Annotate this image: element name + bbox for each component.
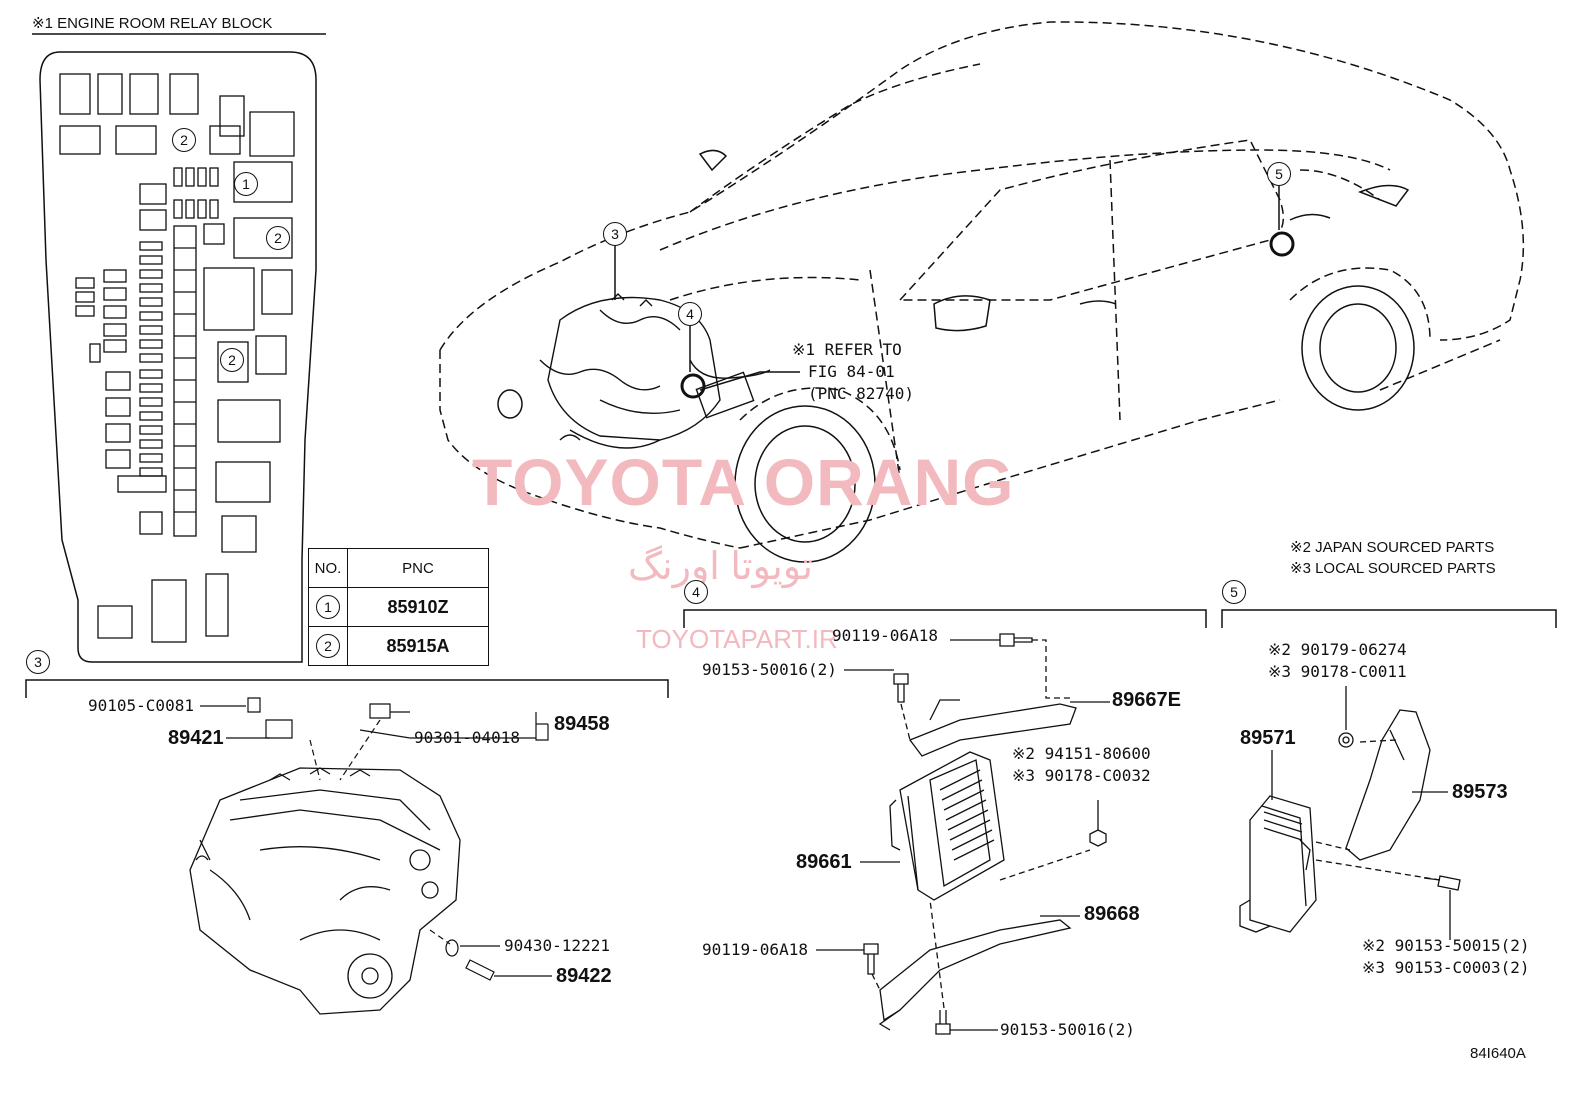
pnc-table-header: NO. PNC xyxy=(308,548,489,588)
part-90179-06274: ※2 90179-06274 xyxy=(1268,640,1407,659)
refer-note-line3: (PNC 82740) xyxy=(808,384,914,403)
relay-callout-c: 2 xyxy=(266,226,290,250)
note-japan: ※2 JAPAN SOURCED PARTS xyxy=(1290,539,1495,556)
vehicle-details xyxy=(497,149,1410,419)
part-90153-50016-bottom: 90153-50016(2) xyxy=(1000,1020,1135,1039)
part-89661: 89661 xyxy=(796,851,852,873)
section5-fasteners xyxy=(1271,686,1461,940)
module-assembly xyxy=(1239,709,1431,933)
vehicle-locator-rings xyxy=(680,231,1295,399)
part-89667E: 89667E xyxy=(1112,689,1181,711)
watermark-url: TOYOTAPART.IR xyxy=(636,624,838,654)
part-90178-C0011: ※3 90178-C0011 xyxy=(1268,662,1407,681)
watermark-title: TOYOTA ORANG xyxy=(472,445,1015,519)
note-local: ※3 LOCAL SOURCED PARTS xyxy=(1290,560,1496,577)
figure-id: 84I640A xyxy=(1470,1045,1526,1062)
vehicle-wheels xyxy=(734,267,1431,563)
part-89668: 89668 xyxy=(1084,903,1140,925)
section-4-label: 4 xyxy=(684,580,708,604)
part-89571: 89571 xyxy=(1240,727,1296,749)
part-90430-12221: 90430-12221 xyxy=(504,936,610,955)
engine-assembly xyxy=(189,767,461,1015)
vehicle-callout-4: 4 xyxy=(678,302,702,326)
relay-callout-a: 2 xyxy=(172,128,196,152)
table-row: 1 85910Z xyxy=(308,587,489,627)
part-90153-50016-top: 90153-50016(2) xyxy=(702,660,837,679)
watermark-persian: تویوتا اورنگ xyxy=(628,546,813,588)
section-5-label: 5 xyxy=(1222,580,1246,604)
row-no: 1 xyxy=(316,595,340,619)
part-89422: 89422 xyxy=(556,965,612,987)
ecu-assembly xyxy=(878,699,1077,1031)
row-pnc: 85915A xyxy=(347,626,489,666)
part-90301-04018: 90301-04018 xyxy=(414,728,520,747)
part-90178-C0032: ※3 90178-C0032 xyxy=(1012,766,1151,785)
section-3-label: 3 xyxy=(26,650,50,674)
section4-fasteners xyxy=(816,633,1110,1035)
part-90105-C0081: 90105-C0081 xyxy=(88,696,194,715)
relay-block-title: ※1 ENGINE ROOM RELAY BLOCK xyxy=(32,15,273,32)
part-94151-80600: ※2 94151-80600 xyxy=(1012,744,1151,763)
section-brackets xyxy=(25,609,1557,698)
part-89421: 89421 xyxy=(168,727,224,749)
part-90119-06A18-top: 90119-06A18 xyxy=(832,626,938,645)
part-89573: 89573 xyxy=(1452,781,1508,803)
callout-leaders xyxy=(614,186,1280,391)
refer-note-line1: ※1 REFER TO xyxy=(792,340,902,359)
refer-note-line2: FIG 84-01 xyxy=(808,362,895,381)
relay-block-outline xyxy=(32,33,326,663)
col-pnc-header: PNC xyxy=(347,548,489,588)
pnc-table: NO. PNC 1 85910Z 2 85915A xyxy=(308,548,489,666)
part-89458: 89458 xyxy=(554,713,610,735)
part-90153-C0003: ※3 90153-C0003(2) xyxy=(1362,958,1530,977)
vehicle-callout-3: 3 xyxy=(603,222,627,246)
row-no: 2 xyxy=(316,634,340,658)
vehicle-outline xyxy=(439,21,1525,549)
col-no-header: NO. xyxy=(308,548,348,588)
part-90119-06A18-bottom: 90119-06A18 xyxy=(702,940,808,959)
table-row: 2 85915A xyxy=(308,626,489,666)
relay-callout-b: 1 xyxy=(234,172,258,196)
section3-leaders xyxy=(200,697,552,981)
row-pnc: 85910Z xyxy=(347,587,489,627)
relay-block-fuses xyxy=(59,73,295,643)
vehicle-callout-5: 5 xyxy=(1267,162,1291,186)
engine-bay-harness xyxy=(539,293,771,449)
part-90153-50015: ※2 90153-50015(2) xyxy=(1362,936,1530,955)
relay-callout-d: 2 xyxy=(220,348,244,372)
